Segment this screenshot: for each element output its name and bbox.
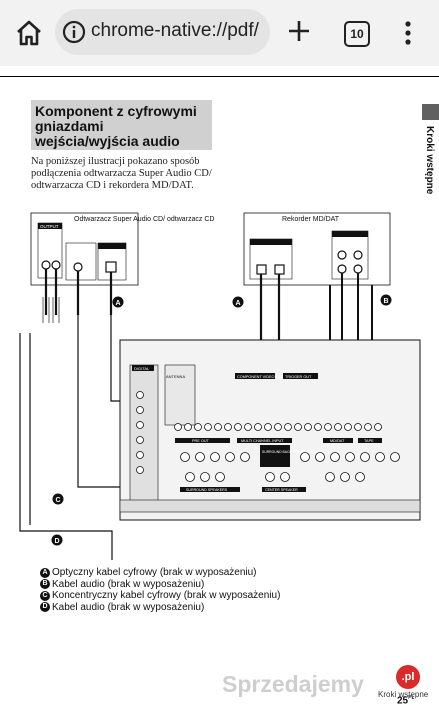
legend-text: Koncentryczny kabel cyfrowy (brak w wypo… bbox=[52, 590, 281, 601]
receiver-antenna-label: ANTENNA bbox=[166, 374, 185, 379]
legend-item: A Optyczny kabel cyfrowy (brak w wyposaż… bbox=[40, 567, 280, 579]
legend-marker: C bbox=[40, 590, 50, 601]
home-icon[interactable] bbox=[14, 18, 44, 48]
marker-a-right: A bbox=[116, 300, 121, 307]
receiver-center-spk-label: CENTER SPEAKER bbox=[265, 488, 298, 492]
url-text[interactable]: chrome-native://pdf/ bbox=[91, 20, 259, 41]
section-title: Komponent z cyfrowymi gniazdami wejścia/… bbox=[35, 103, 197, 149]
legend-marker: B bbox=[40, 579, 50, 590]
section-title-box bbox=[31, 100, 212, 150]
legend-text: Optyczny kabel cyfrowy (brak w wyposażen… bbox=[52, 567, 257, 578]
page-number-value: 25 bbox=[397, 695, 409, 707]
legend-item: B Kabel audio (brak w wyposażeniu) bbox=[40, 579, 280, 591]
header-rule bbox=[0, 76, 439, 77]
legend-marker: D bbox=[40, 602, 50, 613]
more-menu-icon[interactable] bbox=[398, 18, 418, 48]
address-bar[interactable] bbox=[55, 9, 270, 55]
marker-a-left: A bbox=[236, 300, 241, 307]
page-number: 25PL bbox=[397, 695, 414, 706]
marker-b: B bbox=[384, 298, 389, 305]
receiver-digital-label: DIGITAL bbox=[134, 366, 150, 371]
receiver-surround-back-label: SURROUND BACK / ZONE2 SPEAKERS bbox=[262, 450, 326, 454]
side-tab-marker bbox=[422, 104, 439, 120]
watermark-text: Sprzedajemy bbox=[222, 671, 364, 697]
receiver-tape-label: TAPE bbox=[364, 439, 374, 443]
tab-switcher-button[interactable]: 10 bbox=[344, 21, 370, 47]
receiver-component-label: COMPONENT VIDEO bbox=[237, 375, 275, 379]
intro-text: Na poniższej ilustracji pokazano sposób … bbox=[31, 156, 212, 191]
legend-text: Kabel audio (brak w wyposażeniu) bbox=[52, 578, 205, 590]
legend-item: D Kabel audio (brak w wyposażeniu) bbox=[40, 602, 280, 614]
receiver-multich-label: MULTI CHANNEL INPUT bbox=[241, 439, 284, 443]
connection-diagram: Odtwarzacz Super Audio CD/ odtwarzacz CD… bbox=[19, 212, 421, 560]
side-tab-label: Kroki wstępne bbox=[424, 126, 435, 195]
receiver-surround-spk-label: SURROUND SPEAKERS bbox=[186, 488, 228, 492]
player-output-label: OUTPUT bbox=[40, 224, 59, 229]
legend-item: C Koncentryczny kabel cyfrowy (brak w wy… bbox=[40, 590, 280, 602]
new-tab-icon[interactable] bbox=[284, 16, 314, 46]
browser-toolbar: chrome-native://pdf/ 10 bbox=[0, 0, 439, 66]
receiver-preout-label: PRE OUT bbox=[192, 439, 210, 443]
cable-legend: A Optyczny kabel cyfrowy (brak w wyposaż… bbox=[40, 567, 280, 613]
marker-c: C bbox=[56, 497, 61, 504]
legend-text: Kabel audio (brak w wyposażeniu) bbox=[52, 601, 205, 613]
receiver-mddat-label: MD/DAT bbox=[330, 439, 345, 443]
page-number-suffix: PL bbox=[408, 695, 415, 701]
player-label: Odtwarzacz Super Audio CD/ odtwarzacz CD bbox=[74, 216, 214, 223]
receiver-trigger-label: TRIGGER OUT bbox=[285, 375, 312, 379]
watermark-logo: .pl bbox=[396, 665, 420, 689]
footer-section-label: Kroki wstępne bbox=[378, 690, 429, 699]
marker-d: D bbox=[55, 538, 60, 545]
recorder-label: Rekorder MD/DAT bbox=[282, 216, 340, 223]
info-icon[interactable] bbox=[62, 20, 86, 44]
legend-marker: A bbox=[40, 567, 50, 578]
